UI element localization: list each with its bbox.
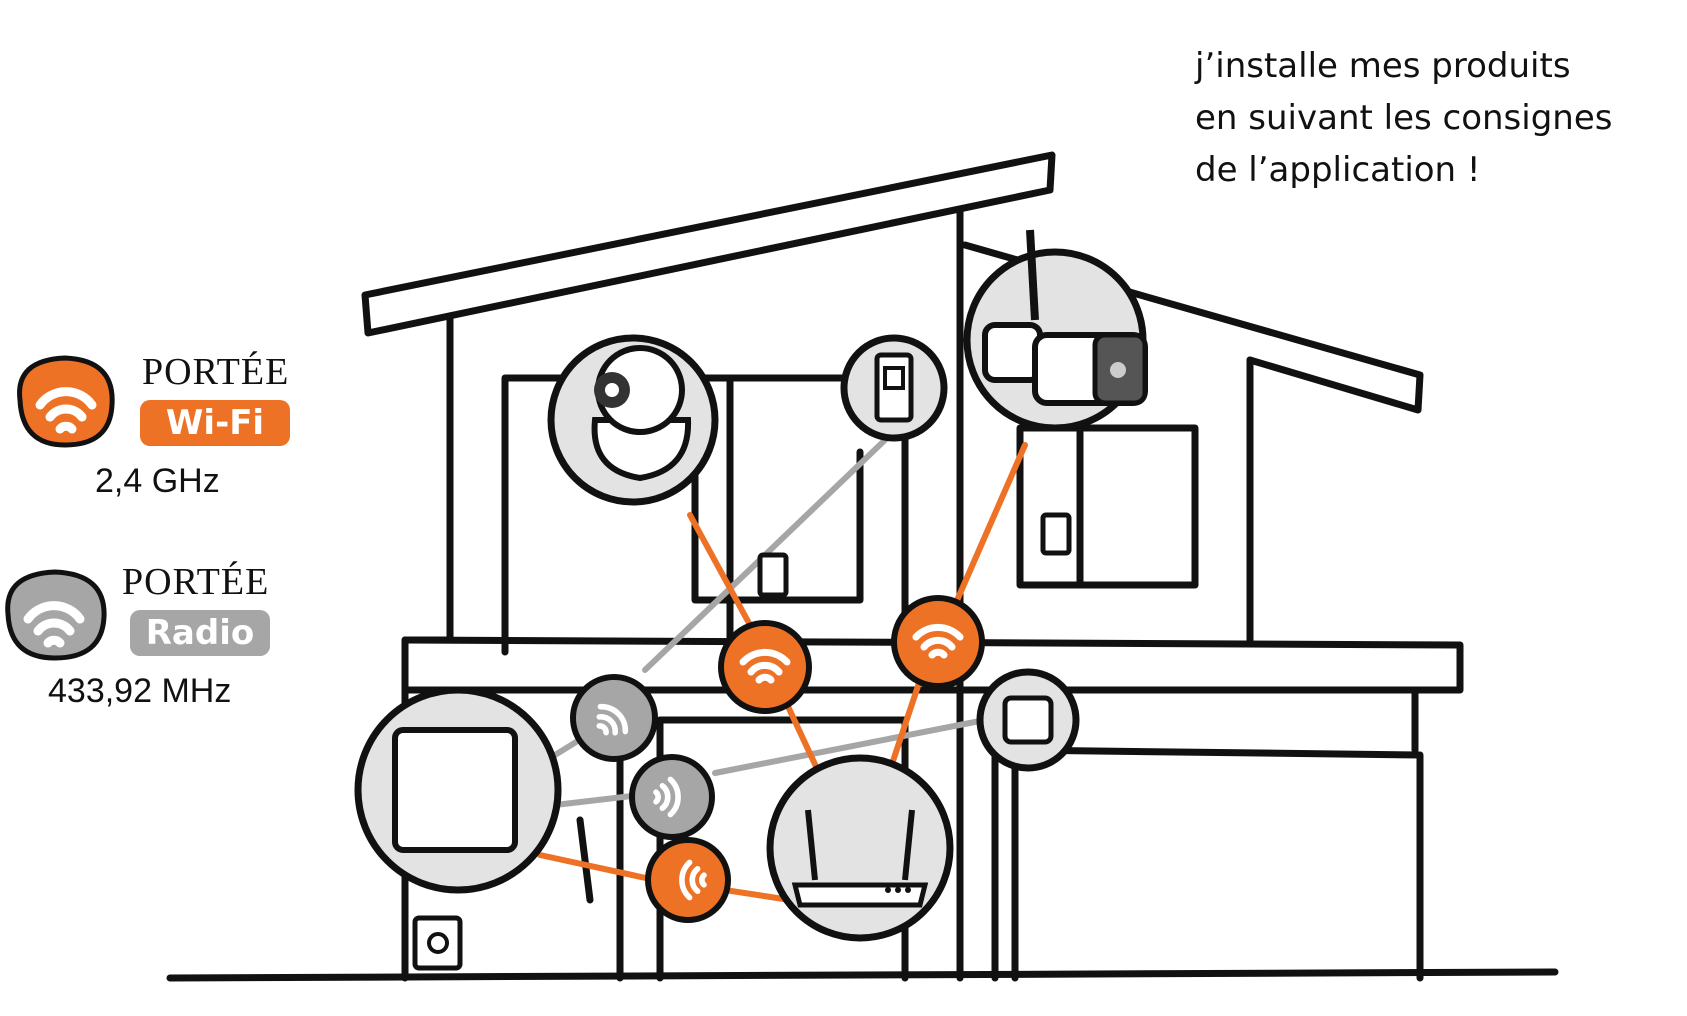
legend-wifi: PORTÉE Wi-Fi 2,4 GHz: [0, 350, 320, 510]
outdoor-camera-device: [963, 229, 1148, 432]
radio-link: [712, 717, 988, 776]
caption-line: j’installe mes produits: [1195, 46, 1571, 86]
ground-line: [166, 968, 1559, 982]
alarm-central-device: [354, 686, 562, 894]
wifi-node: [891, 595, 985, 689]
router-device: [766, 754, 954, 942]
wifi-icon: [17, 355, 115, 448]
wifi-link: [687, 512, 753, 628]
instruction-caption: j’installe mes produits en suivant les c…: [1195, 40, 1665, 196]
radio-frequency: 433,92 MHz: [48, 672, 232, 710]
radio-node: [570, 674, 658, 762]
wifi-node: [718, 620, 812, 714]
wifi-link: [887, 677, 923, 773]
range-label: PORTÉE: [142, 351, 290, 393]
window-sensor: [412, 512, 1072, 971]
radio-link: [552, 792, 643, 808]
radio-type-badge: Radio: [130, 610, 270, 656]
indoor-camera-device: [547, 334, 719, 506]
caption-line: en suivant les consignes: [1195, 98, 1613, 138]
legend-radio: PORTÉE Radio 433,92 MHz: [0, 560, 320, 720]
range-label: PORTÉE: [122, 561, 270, 603]
upper-right-window: [1016, 424, 1199, 589]
radio-node: [629, 754, 715, 840]
caption-line: de l’application !: [1195, 150, 1481, 190]
wifi-link: [952, 442, 1028, 608]
wifi-link: [722, 887, 793, 903]
garage-sensor-device: [976, 668, 1080, 772]
main-roof: [361, 151, 1056, 337]
wifi-link: [782, 697, 823, 778]
wifi-frequency: 2,4 GHz: [95, 462, 220, 500]
wifi-link: [537, 852, 658, 883]
radio-waves-icon: [5, 569, 107, 661]
door-sensor-device: [840, 334, 948, 442]
wifi-node: [645, 837, 731, 923]
wifi-type-badge: Wi-Fi: [140, 400, 290, 446]
